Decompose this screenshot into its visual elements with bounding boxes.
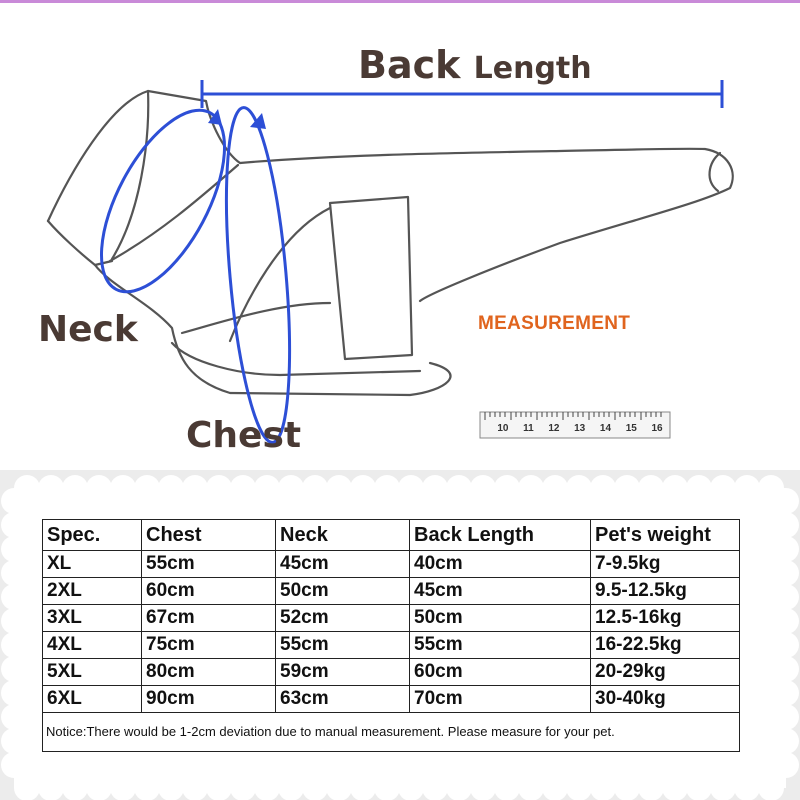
cell-weight: 16-22.5kg — [590, 631, 740, 659]
ruler-numbers: 10 11 12 13 14 15 16 — [480, 423, 670, 434]
table-row: XL 55cm 45cm 40cm 7-9.5kg — [42, 550, 740, 578]
notice-text: Notice:There would be 1-2cm deviation du… — [42, 712, 740, 752]
cell-spec: 6XL — [42, 685, 142, 713]
cell-chest: 55cm — [141, 550, 276, 578]
coat-outline — [46, 89, 734, 397]
ruler: 10 11 12 13 14 15 16 — [480, 411, 670, 439]
table-row: 3XL 67cm 52cm 50cm 12.5-16kg — [42, 604, 740, 632]
cell-chest: 67cm — [141, 604, 276, 632]
table-row: 4XL 75cm 55cm 55cm 16-22.5kg — [42, 631, 740, 659]
cell-back-length: 50cm — [409, 604, 591, 632]
cell-neck: 50cm — [275, 577, 410, 605]
cell-spec: 5XL — [42, 658, 142, 686]
ruler-number: 13 — [574, 423, 586, 434]
cell-weight: 20-29kg — [590, 658, 740, 686]
cell-weight: 9.5-12.5kg — [590, 577, 740, 605]
chest-label: Chest — [186, 415, 302, 456]
cell-neck: 59cm — [275, 658, 410, 686]
coat-sketch — [46, 80, 734, 444]
chest-arrowhead — [250, 113, 266, 129]
notice-row: Notice:There would be 1-2cm deviation du… — [42, 712, 740, 752]
top-border-strip — [0, 0, 800, 3]
chest-measure-loop — [224, 106, 292, 444]
cell-weight: 12.5-16kg — [590, 604, 740, 632]
back-length-label-small: Length — [473, 51, 592, 86]
neck-measure-loop — [99, 108, 227, 294]
back-length-arrow — [200, 80, 724, 108]
cell-weight: 7-9.5kg — [590, 550, 740, 578]
ruler-number: 10 — [497, 423, 509, 434]
cell-spec: 2XL — [42, 577, 142, 605]
cell-neck: 52cm — [275, 604, 410, 632]
cell-back-length: 70cm — [409, 685, 591, 713]
header-back-length: Back Length — [409, 519, 591, 551]
neck-arrowhead — [208, 109, 222, 125]
cell-back-length: 40cm — [409, 550, 591, 578]
table-header-row: Spec. Chest Neck Back Length Pet's weigh… — [42, 519, 740, 551]
cell-weight: 30-40kg — [590, 685, 740, 713]
ruler-number: 11 — [523, 423, 534, 434]
back-length-label: Back Length — [358, 43, 592, 87]
cell-neck: 45cm — [275, 550, 410, 578]
cell-spec: 3XL — [42, 604, 142, 632]
cell-chest: 60cm — [141, 577, 276, 605]
cell-neck: 55cm — [275, 631, 410, 659]
header-pet-weight: Pet's weight — [590, 519, 740, 551]
table-row: 5XL 80cm 59cm 60cm 20-29kg — [42, 658, 740, 686]
cell-spec: XL — [42, 550, 142, 578]
cell-chest: 90cm — [141, 685, 276, 713]
ruler-number: 16 — [651, 423, 663, 434]
cell-back-length: 60cm — [409, 658, 591, 686]
measurement-label: MEASUREMENT — [478, 313, 631, 334]
cell-chest: 80cm — [141, 658, 276, 686]
cell-neck: 63cm — [275, 685, 410, 713]
cell-chest: 75cm — [141, 631, 276, 659]
header-chest: Chest — [141, 519, 276, 551]
back-length-label-big: Back — [358, 43, 461, 87]
header-spec: Spec. — [42, 519, 142, 551]
size-chart-table: Spec. Chest Neck Back Length Pet's weigh… — [42, 519, 740, 752]
ruler-number: 15 — [625, 423, 637, 434]
header-neck: Neck — [275, 519, 410, 551]
cell-back-length: 45cm — [409, 577, 591, 605]
ruler-number: 12 — [548, 423, 560, 434]
neck-label: Neck — [38, 309, 138, 350]
cell-spec: 4XL — [42, 631, 142, 659]
ruler-graphic — [479, 411, 671, 439]
table-row: 6XL 90cm 63cm 70cm 30-40kg — [42, 685, 740, 713]
ruler-number: 14 — [599, 423, 612, 434]
table-row: 2XL 60cm 50cm 45cm 9.5-12.5kg — [42, 577, 740, 605]
cell-back-length: 55cm — [409, 631, 591, 659]
measurement-illustration: Back Length Neck Chest MEASUREMENT 10 11… — [0, 3, 800, 470]
